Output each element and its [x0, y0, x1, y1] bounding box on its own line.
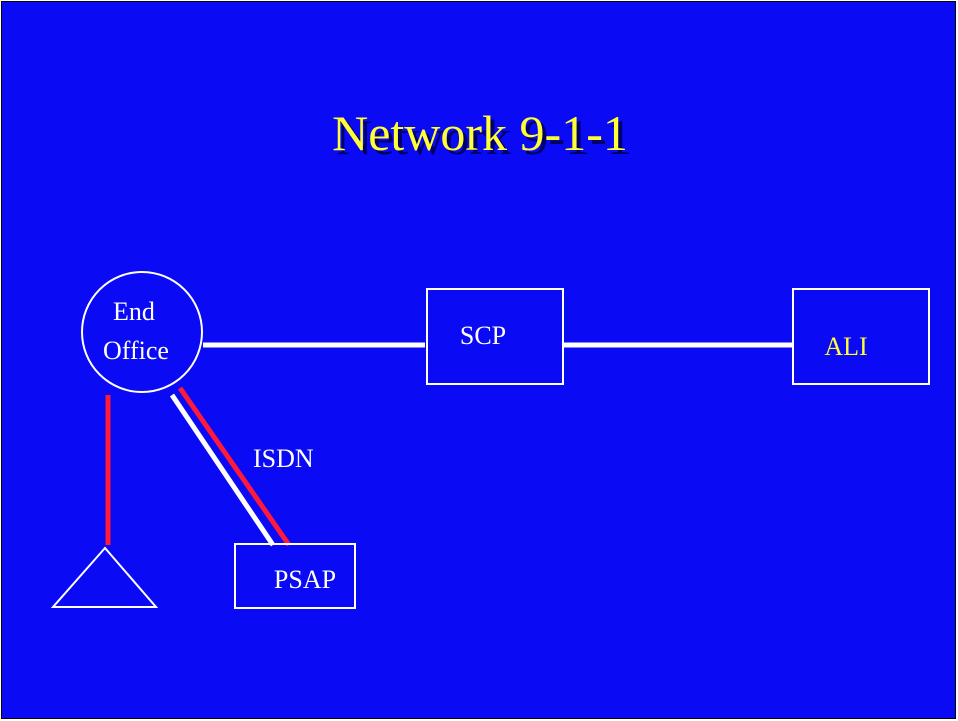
ali-node [792, 288, 930, 385]
end-office-label-line1: End [113, 297, 155, 326]
psap-label: PSAP [274, 565, 336, 594]
page-title: Network 9-1-1 [332, 105, 628, 161]
isdn-label: ISDN [253, 444, 314, 473]
psap-node [234, 543, 356, 609]
isdn-link-white [169, 393, 276, 547]
scp-label: SCP [460, 321, 506, 350]
end-office-label-line2: Office [103, 336, 169, 365]
ali-label: ALI [824, 332, 867, 361]
isdn-link-red [177, 386, 292, 547]
end-office-node [81, 271, 203, 393]
scp-node [426, 288, 564, 385]
title-shadow: Network 9-1-1 [336, 109, 632, 165]
handset-triangle-icon [50, 546, 159, 608]
